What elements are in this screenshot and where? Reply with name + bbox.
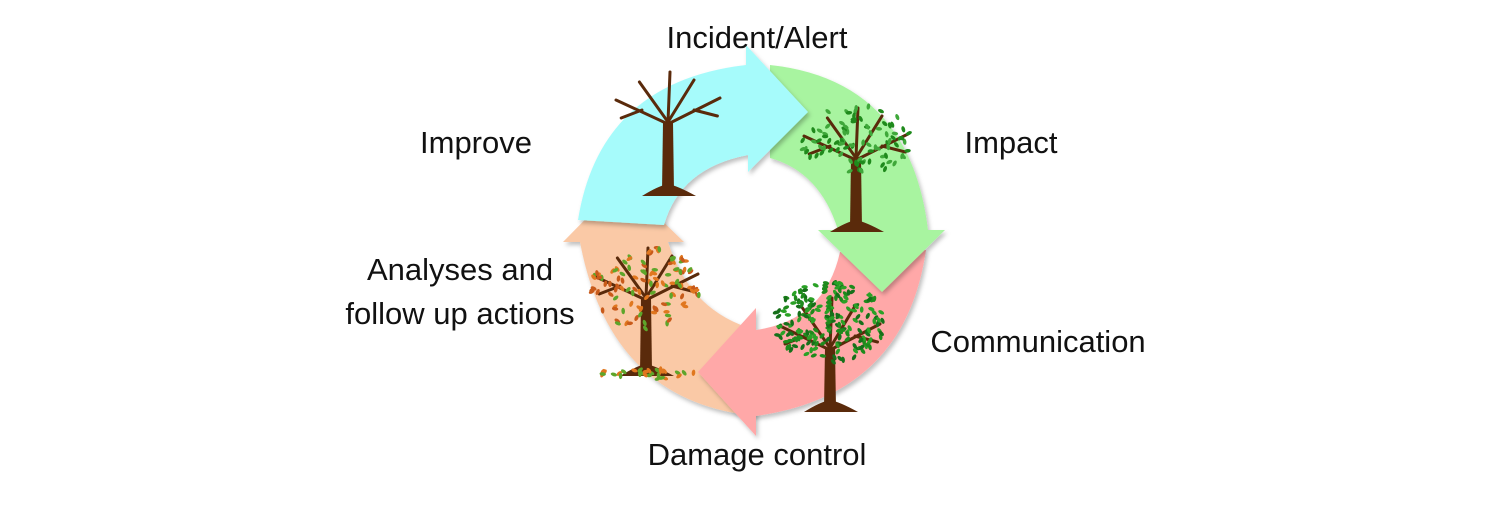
arrow-damage: [563, 182, 756, 416]
label-analyses: Analyses and follow up actions: [345, 248, 574, 336]
tree-spring-icon: [799, 103, 912, 232]
label-analyses-line1: Analyses and: [366, 252, 554, 287]
label-communication: Communication: [930, 324, 1146, 359]
label-incident-alert: Incident/Alert: [666, 20, 848, 55]
tree-autumn-icon: [588, 245, 701, 381]
arrow-incident: [578, 45, 808, 225]
tree-winter-icon: [614, 70, 722, 196]
label-improve: Improve: [420, 125, 532, 160]
tree-summer-icon: [772, 280, 885, 412]
label-analyses-line2: follow up actions: [345, 296, 575, 331]
label-impact: Impact: [964, 125, 1058, 160]
label-damage-control: Damage control: [647, 437, 867, 472]
